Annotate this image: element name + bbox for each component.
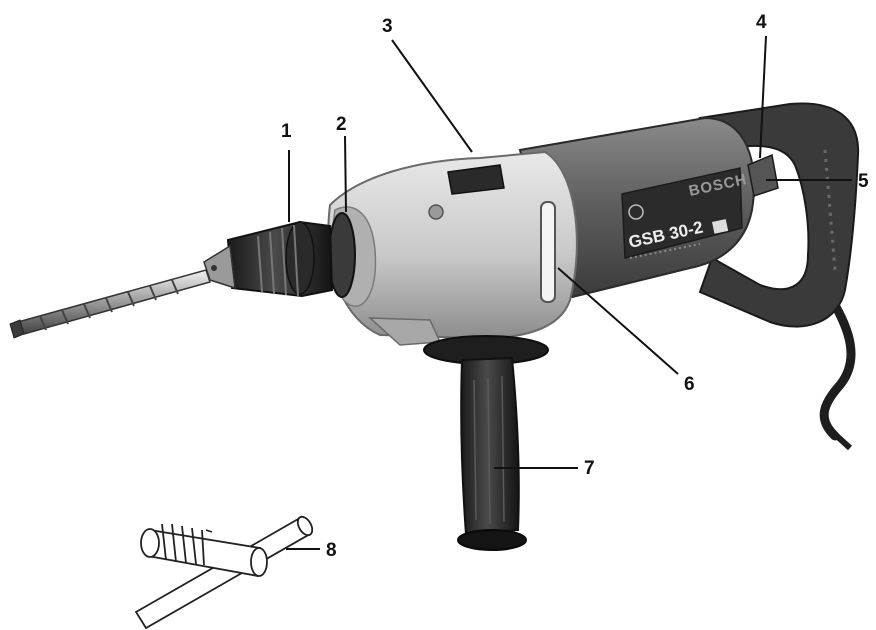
callout-label-3: 3 — [382, 16, 393, 37]
rating-plate: BOSCH GSB 30-2 — [621, 167, 749, 259]
gear-selector-switch — [447, 164, 505, 195]
rear-handle-grip-texture — [823, 149, 837, 271]
rear-handle — [698, 102, 860, 328]
cord-plug-end — [825, 425, 853, 451]
chuck-key — [134, 515, 314, 630]
callout-leader-6 — [557, 267, 679, 375]
trigger-switch — [747, 153, 779, 197]
callout-label-2: 2 — [336, 114, 347, 135]
drill-bit — [9, 269, 211, 339]
callout-label-1: 1 — [281, 121, 292, 142]
gear-housing — [327, 150, 578, 340]
chuck-collar — [328, 212, 356, 298]
callout-leader-2 — [344, 135, 347, 213]
callout-leader-4 — [759, 35, 767, 159]
power-cord — [819, 295, 856, 441]
callout-label-8: 8 — [326, 540, 337, 561]
brand-logo-icon — [628, 204, 644, 220]
certification-mark-icon — [712, 219, 729, 234]
housing-screw-icon — [428, 204, 444, 220]
drill-chuck — [203, 220, 334, 298]
callout-label-7: 7 — [584, 458, 595, 479]
auxiliary-handle — [423, 335, 549, 551]
callout-label-4: 4 — [756, 12, 767, 33]
rating-fine-print — [629, 243, 701, 259]
speed-selector-slot — [540, 201, 556, 303]
callout-label-6: 6 — [684, 374, 695, 395]
callout-label-5: 5 — [858, 171, 869, 192]
callout-leader-3 — [391, 39, 473, 153]
